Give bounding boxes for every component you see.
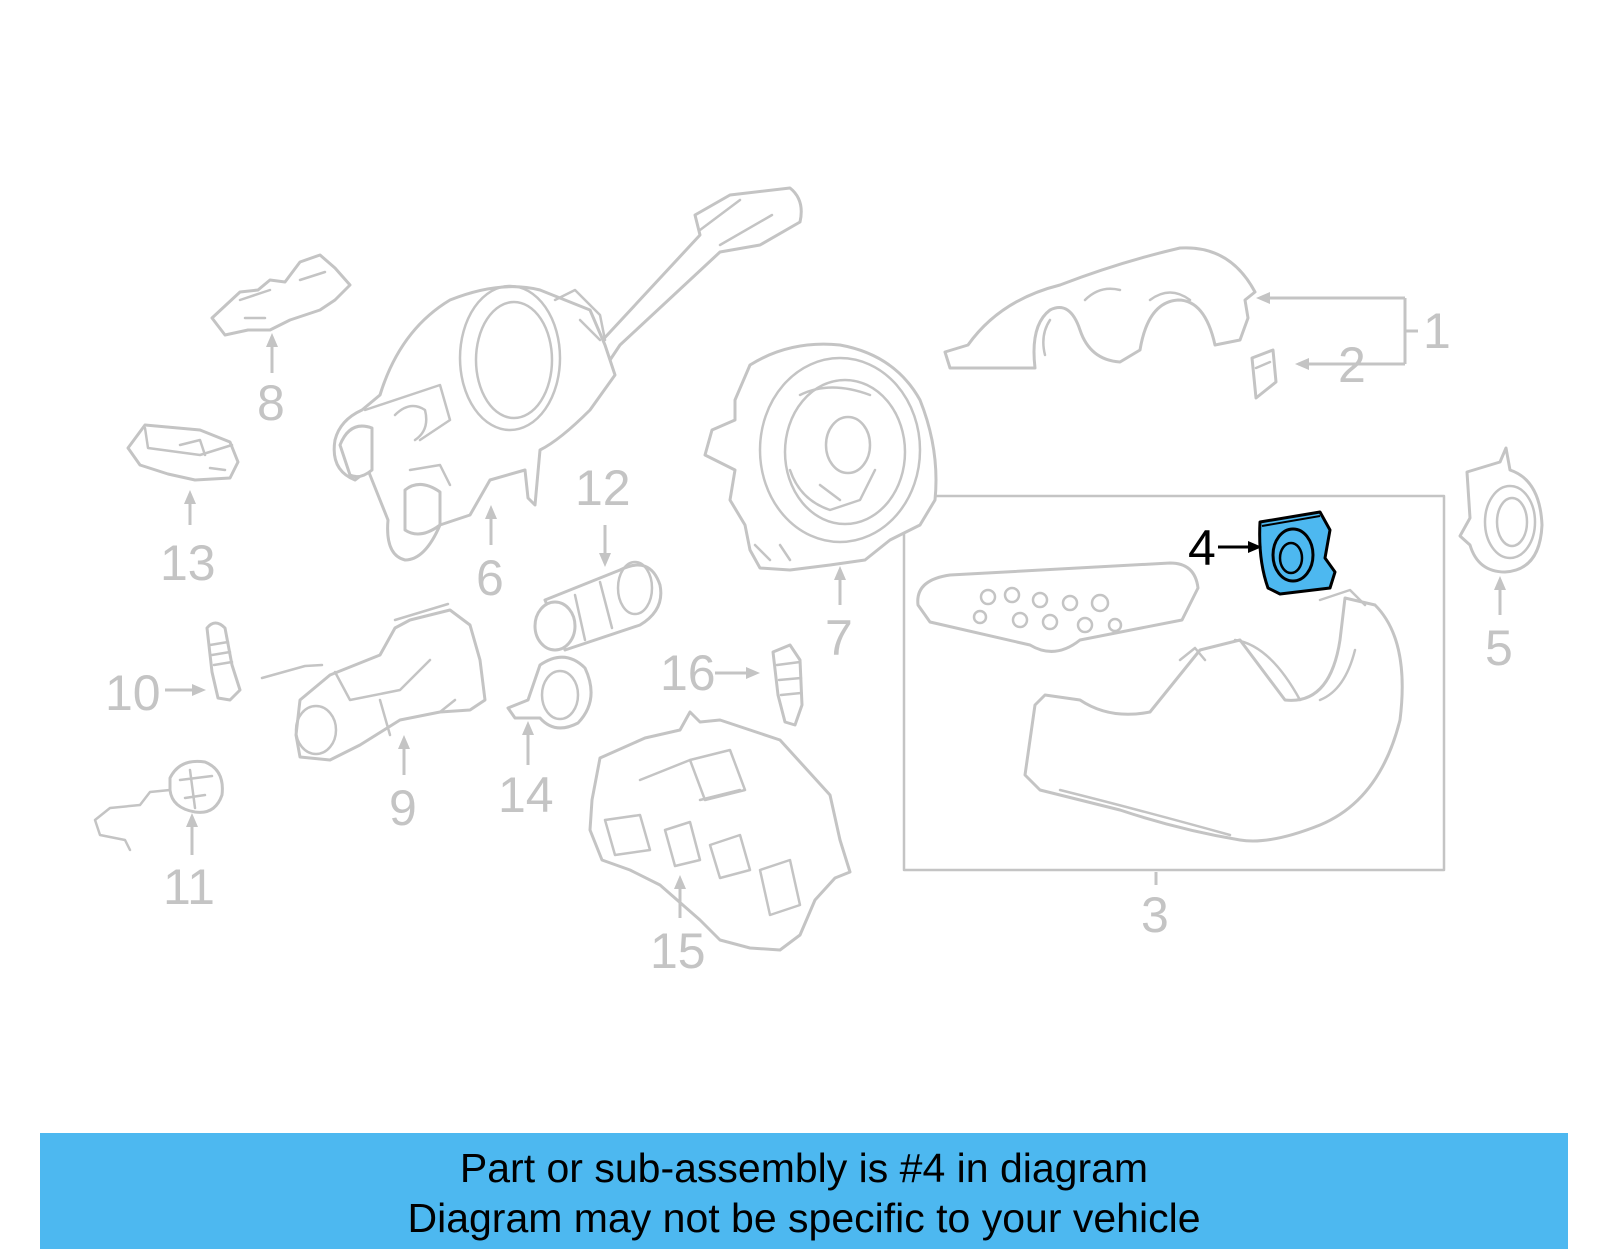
- callout-5: 5: [1485, 620, 1513, 676]
- callout-2: 2: [1338, 337, 1366, 393]
- callout-8: 8: [257, 375, 285, 431]
- part-14-ring: [506, 655, 593, 730]
- callout-12: 12: [575, 460, 631, 516]
- callout-16: 16: [660, 645, 716, 701]
- part-10-bulb: [205, 621, 242, 702]
- callout-1: 1: [1423, 303, 1451, 359]
- part-11-sensor-wire: [93, 759, 224, 852]
- callout-9: 9: [389, 780, 417, 836]
- part-13-module: [126, 423, 240, 482]
- callout-13: 13: [160, 535, 216, 591]
- banner-line-1: Part or sub-assembly is #4 in diagram: [459, 1145, 1149, 1191]
- part-1-upper-shroud: [943, 246, 1257, 370]
- info-banner: Part or sub-assembly is #4 in diagram Di…: [40, 1133, 1568, 1249]
- callout-14: 14: [498, 767, 554, 823]
- callout-15: 15: [650, 923, 706, 979]
- banner-line-2: Diagram may not be specific to your vehi…: [407, 1195, 1201, 1241]
- callout-10: 10: [105, 665, 161, 721]
- callout-3: 3: [1141, 887, 1169, 943]
- part-6-combination-switch: [332, 186, 803, 562]
- part-9-ignition-housing: [260, 602, 487, 762]
- part-8-sensor-bracket: [210, 253, 352, 337]
- callout-4: 4: [1188, 520, 1216, 576]
- part-15-switch-panel: [588, 710, 852, 952]
- part-4-highlighted-bezel: [1258, 510, 1337, 596]
- part-3-lower-shroud: [916, 561, 1404, 843]
- part-16-connector: [771, 643, 804, 727]
- callout-11: 11: [163, 859, 215, 915]
- part-5-ring-bracket: [1458, 446, 1544, 574]
- part-3-group-box: [902, 494, 1446, 872]
- callout-6: 6: [476, 550, 504, 606]
- callout-7: 7: [825, 610, 853, 666]
- part-2-clip: [1250, 348, 1278, 400]
- part-12-lock-cylinder: [533, 560, 663, 652]
- part-7-clock-spring: [703, 342, 938, 572]
